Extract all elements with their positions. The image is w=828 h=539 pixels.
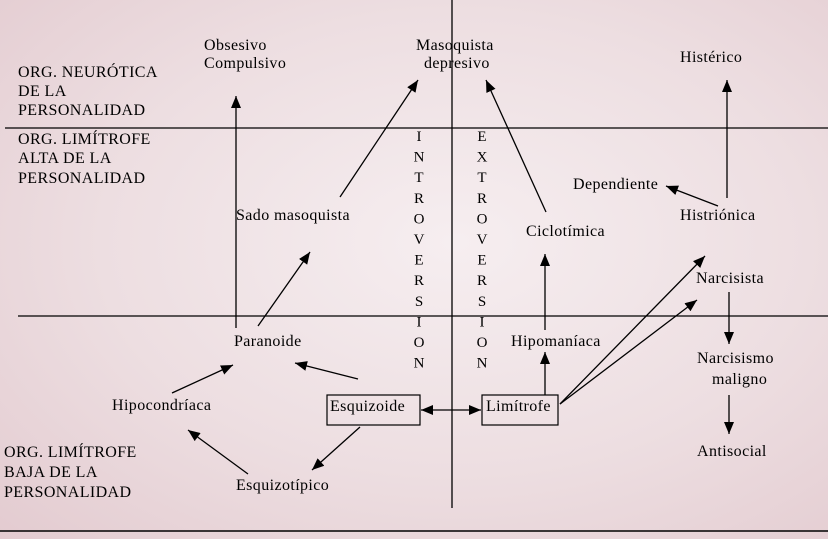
node-limitrofe-box bbox=[481, 394, 559, 426]
node-dependiente: Dependiente bbox=[573, 176, 658, 193]
node-masoquista-line1: Masoquista bbox=[416, 37, 494, 54]
arrow-sado-masoquista-to-masoquista bbox=[339, 79, 419, 198]
level-neurotic-line3: PERSONALIDAD bbox=[18, 102, 145, 119]
node-paranoide: Paranoide bbox=[234, 333, 302, 350]
level-neurotic-line1: ORG. NEURÓTICA bbox=[18, 62, 158, 81]
node-sado-masoquista: Sado masoquista bbox=[236, 207, 350, 224]
level-borderline-low-line1: ORG. LIMÍTROFE bbox=[4, 442, 137, 461]
arrow-ciclotimica-to-masoquista bbox=[485, 79, 547, 213]
node-obsesivo-line1: Obsesivo bbox=[204, 37, 267, 54]
node-narcisismo-maligno-line1: Narcisismo bbox=[697, 350, 774, 367]
node-esquizoide-box bbox=[326, 394, 421, 426]
arrow-hipocondriaca-to-paranoide bbox=[171, 364, 234, 394]
arrow-histrionica-to-dependiente bbox=[665, 185, 719, 207]
node-obsesivo-line2: Compulsivo bbox=[204, 55, 286, 72]
node-ciclotimica: Ciclotímica bbox=[526, 223, 605, 240]
level-borderline-high-line3: PERSONALIDAD bbox=[18, 170, 145, 187]
node-narcisista: Narcisista bbox=[696, 270, 764, 287]
node-histrionica: Histriónica bbox=[680, 207, 756, 224]
arrow-esquizoide-to-esquizotipico bbox=[311, 426, 361, 471]
level-borderline-low-line2: BAJA DE LA bbox=[4, 464, 98, 481]
arrow-paranoide-to-sado-masoquista bbox=[257, 251, 311, 327]
node-hipocondriaca: Hipocondríaca bbox=[112, 397, 211, 414]
node-hipomaniaca: Hipomaníaca bbox=[511, 333, 601, 350]
arrow-esquizoide-to-paranoide bbox=[294, 361, 359, 380]
node-esquizotipico: Esquizotípico bbox=[236, 477, 329, 494]
node-antisocial: Antisocial bbox=[697, 443, 767, 460]
node-narcisismo-maligno-line2: maligno bbox=[712, 371, 767, 388]
arrow-esquizotipico-to-hipocondriaca bbox=[187, 429, 249, 475]
node-esquizoide: Esquizoide bbox=[330, 398, 405, 415]
node-masoquista-line2: depresivo bbox=[424, 55, 490, 72]
arrow-limitrofe-to-histrionica bbox=[559, 255, 706, 405]
level-borderline-high-line1: ORG. LIMÍTROFE bbox=[18, 129, 151, 148]
node-limitrofe: Limítrofe bbox=[486, 398, 551, 415]
level-borderline-low-line3: PERSONALIDAD bbox=[4, 484, 131, 501]
arrow-limitrofe-to-narcisista bbox=[559, 299, 698, 405]
level-borderline-high-line2: ALTA DE LA bbox=[18, 150, 112, 167]
level-neurotic-line2: DE LA bbox=[18, 83, 67, 100]
node-histerico: Histérico bbox=[680, 49, 742, 66]
